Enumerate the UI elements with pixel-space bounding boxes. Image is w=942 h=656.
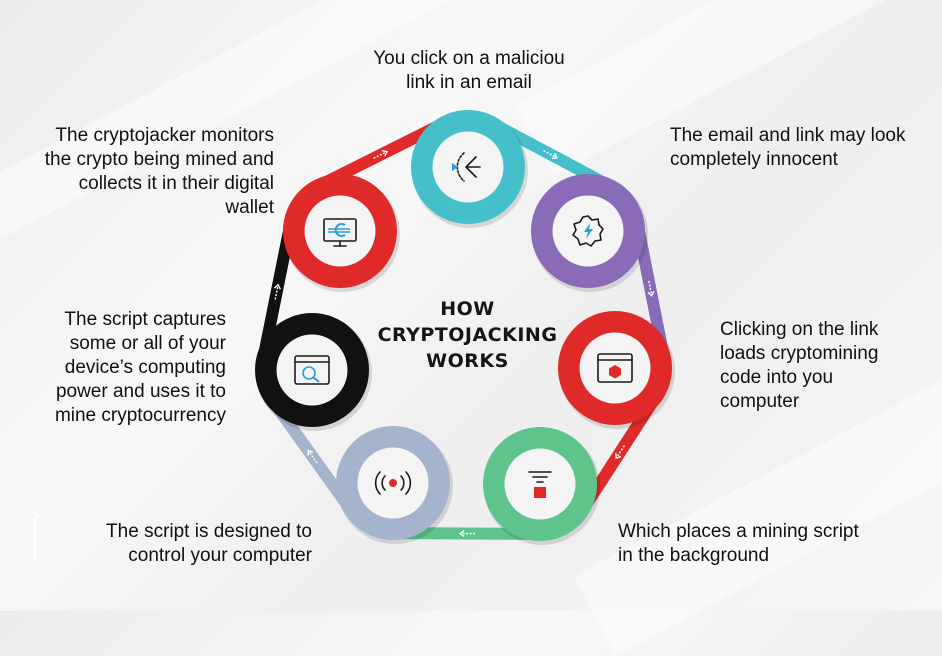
step-7-label: The cryptojacker monitors the crypto bei…: [10, 124, 274, 220]
step-5-label: The script is designed to control your c…: [60, 520, 312, 568]
step-ring-4: [484, 429, 600, 545]
infographic: HOW CRYPTOJACKING WORKS You click on a m…: [0, 0, 942, 611]
diagram-title: HOW CRYPTOJACKING WORKS: [355, 296, 580, 374]
step-6-label: The script captures some or all of your …: [20, 308, 226, 428]
step-2-label: The email and link may look completely i…: [670, 124, 906, 172]
step-3-label: Clicking on the link loads cryptomining …: [720, 318, 878, 414]
step-1-label: You click on a maliciou link in an email: [360, 47, 578, 95]
step-ring-1: [412, 112, 528, 228]
corner-mark: [34, 515, 40, 561]
step-ring-7: [284, 176, 400, 292]
step-ring-2: [532, 176, 648, 292]
step-4-label: Which places a mining script in the back…: [618, 520, 859, 568]
step-ring-5: [337, 428, 453, 544]
